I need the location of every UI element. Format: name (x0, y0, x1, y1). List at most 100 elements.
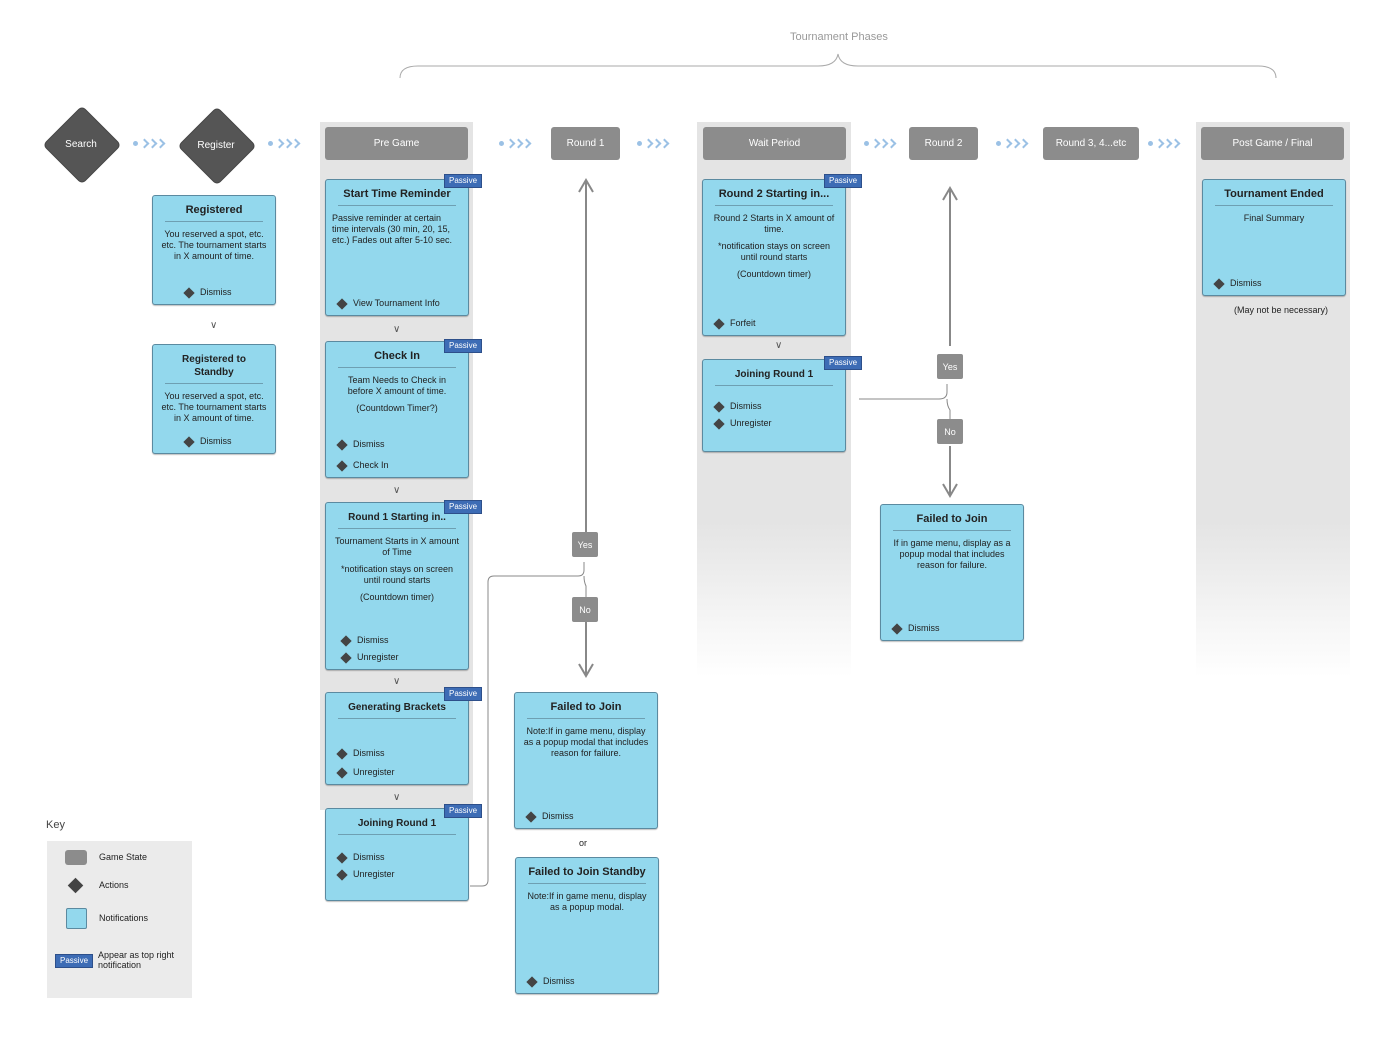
diamond-icon (336, 459, 348, 472)
card-body-note: *notification stays on screen until roun… (340, 564, 454, 585)
card-body-timer: (Countdown Timer?) (356, 403, 438, 413)
diamond-icon (336, 297, 348, 310)
diamond-icon (183, 435, 195, 448)
dismiss-action[interactable]: Dismiss (336, 851, 395, 864)
round2-connectors (859, 186, 958, 498)
unregister-action[interactable]: Unregister (336, 868, 395, 881)
or-label: or (579, 838, 588, 848)
register-label: Register (197, 139, 235, 151)
round1-no-decision: No (572, 597, 598, 622)
action-label: Unregister (730, 418, 772, 428)
card-title: Tournament Ended (1215, 188, 1333, 206)
dismiss-action[interactable]: Dismiss (713, 400, 772, 413)
diamond-icon (713, 400, 725, 413)
dismiss-action[interactable]: Dismiss (525, 810, 574, 823)
round2-starting-card: Round 2 Starting in... Round 2 Starts in… (702, 179, 846, 336)
action-label: Dismiss (1230, 278, 1262, 288)
dismiss-action[interactable]: Dismiss (183, 286, 232, 299)
action-label: Forfeit (730, 318, 756, 328)
round1-connectors (470, 178, 594, 887)
register-action[interactable]: Register (177, 106, 257, 186)
pre-game-state: Pre Game (325, 127, 468, 160)
chevron-down-icon: ∨ (393, 792, 401, 803)
failed-join-r1-card: Failed to Join Note:If in game menu, dis… (514, 692, 658, 829)
flow-arrow-5 (864, 140, 896, 147)
chevron-down-icon: ∨ (775, 340, 783, 351)
card-title: Generating Brackets (338, 701, 456, 719)
round1-starting-card: Round 1 Starting in.. Tournament Starts … (325, 502, 469, 670)
card-title: Registered to Standby (165, 353, 263, 384)
key-action-swatch (67, 877, 84, 894)
unregister-action[interactable]: Unregister (340, 651, 399, 664)
action-label: Dismiss (730, 401, 762, 411)
action-label: Dismiss (542, 811, 574, 821)
search-label: Search (65, 138, 97, 150)
may-not-necessary-note: (May not be necessary) (1234, 305, 1329, 315)
flow-arrow-4 (637, 140, 669, 147)
diamond-icon (336, 851, 348, 864)
dismiss-action[interactable]: Dismiss (891, 622, 940, 635)
card-body-note: *notification stays on screen until roun… (717, 241, 831, 262)
action-label: Check In (353, 460, 389, 470)
wait-period-state: Wait Period (703, 127, 846, 160)
tournament-ended-card: Tournament Ended Final Summary Dismiss (1202, 179, 1346, 296)
forfeit-action[interactable]: Forfeit (713, 317, 756, 330)
post-game-state: Post Game / Final (1201, 127, 1344, 160)
action-label: Unregister (357, 652, 399, 662)
card-title: Start Time Reminder (338, 188, 456, 206)
view-tournament-info-action[interactable]: View Tournament Info (336, 297, 440, 310)
round3-state: Round 3, 4...etc (1043, 127, 1139, 160)
action-label: Dismiss (908, 623, 940, 633)
key-notifications-label: Notifications (99, 913, 149, 923)
key-game-state-label: Game State (99, 852, 148, 862)
diamond-icon (526, 975, 538, 988)
card-title: Failed to Join (893, 513, 1011, 531)
flow-arrow-7 (1148, 140, 1180, 147)
card-body: If in game menu, display as a popup moda… (893, 538, 1011, 570)
dismiss-action[interactable]: Dismiss (183, 435, 232, 448)
dismiss-action[interactable]: Dismiss (1213, 277, 1262, 290)
dismiss-action[interactable]: Dismiss (336, 438, 389, 451)
standby-card: Registered to Standby You reserved a spo… (152, 344, 276, 454)
round1-state: Round 1 (551, 127, 620, 160)
card-body-timer: (Countdown timer) (736, 269, 812, 279)
phases-brace (399, 53, 1277, 79)
passive-badge: Passive (444, 687, 483, 701)
card-body: Tournament Starts in X amount of Time (334, 536, 460, 557)
card-body: Note:If in game menu, display as a popup… (523, 726, 649, 758)
card-title: Round 1 Starting in.. (338, 511, 456, 529)
joining-round1-wait-card: Joining Round 1 Dismiss Unregister (702, 359, 846, 452)
flow-arrow-6 (996, 140, 1028, 147)
passive-badge: Passive (444, 174, 483, 188)
passive-badge: Passive (824, 356, 863, 370)
card-body: Round 2 Starts in X amount of time. (713, 213, 835, 234)
diamond-icon (336, 747, 348, 760)
dismiss-action[interactable]: Dismiss (336, 747, 395, 760)
search-action[interactable]: Search (42, 105, 122, 185)
diamond-icon (183, 286, 195, 299)
action-label: Dismiss (543, 976, 575, 986)
passive-badge: Passive (444, 500, 483, 514)
diamond-icon (713, 317, 725, 330)
failed-join-r2-card: Failed to Join If in game menu, display … (880, 504, 1024, 641)
card-title: Registered (165, 204, 263, 222)
card-body: Passive reminder at certain time interva… (332, 213, 453, 245)
round1-yes-decision: Yes (572, 532, 598, 557)
check-in-card: Check In Team Needs to Check in before X… (325, 341, 469, 478)
unregister-action[interactable]: Unregister (336, 766, 395, 779)
unregister-action[interactable]: Unregister (713, 417, 772, 430)
check-in-action[interactable]: Check In (336, 459, 389, 472)
passive-badge: Passive (824, 174, 863, 188)
card-body: Note:If in game menu, display as a popup… (527, 891, 647, 912)
chevron-down-icon: ∨ (210, 320, 218, 331)
dismiss-action[interactable]: Dismiss (526, 975, 575, 988)
action-label: View Tournament Info (353, 298, 440, 308)
dismiss-action[interactable]: Dismiss (340, 634, 399, 647)
card-title: Joining Round 1 (715, 368, 833, 386)
passive-badge: Passive (444, 339, 483, 353)
action-label: Dismiss (357, 635, 389, 645)
card-title: Failed to Join (527, 701, 645, 719)
card-title: Joining Round 1 (338, 817, 456, 835)
action-label: Dismiss (353, 748, 385, 758)
diamond-icon (340, 651, 352, 664)
